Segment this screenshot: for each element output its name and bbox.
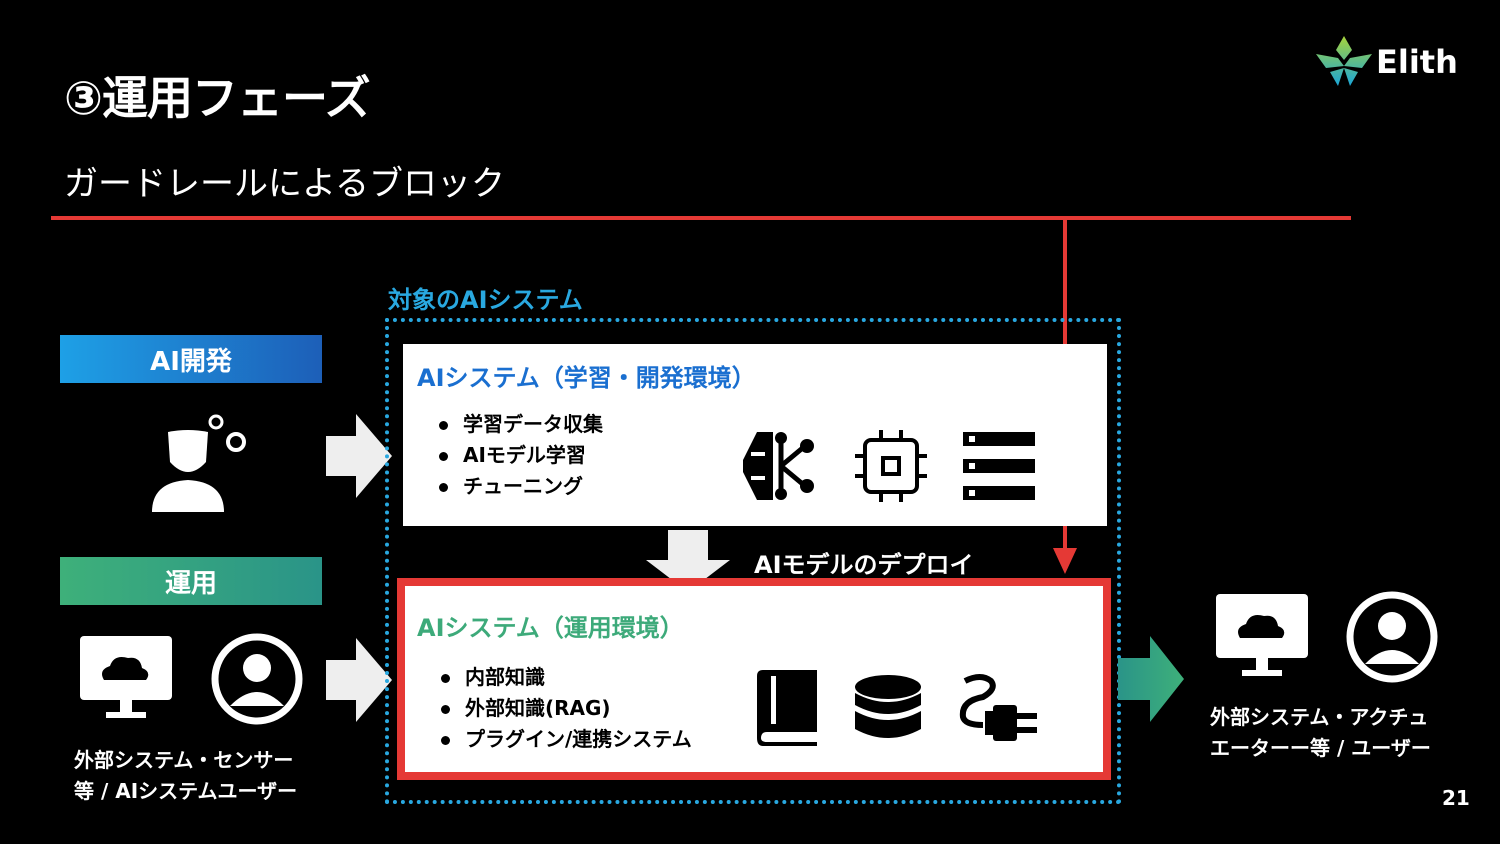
slide-subtitle: ガードレールによるブロック xyxy=(64,164,505,204)
elith-logo-icon xyxy=(1316,36,1372,86)
list-item: AIモデル学習 xyxy=(439,440,603,471)
arrow-right-icon xyxy=(326,414,392,498)
ops-badge: 運用 xyxy=(60,557,322,605)
user-icon xyxy=(211,633,303,725)
dev-box-title: AIシステム（学習・開発環境） xyxy=(417,364,756,392)
dev-environment-box: AIシステム（学習・開発環境） 学習データ収集 AIモデル学習 チューニング xyxy=(403,344,1107,526)
list-item: 学習データ収集 xyxy=(439,409,603,440)
ops-items: 内部知識 外部知識(RAG) プラグイン/連携システム xyxy=(441,662,692,755)
deploy-label: AIモデルのデプロイ xyxy=(754,551,974,579)
target-system-label: 対象のAIシステム xyxy=(388,286,583,314)
page-number: 21 xyxy=(1442,786,1470,810)
ai-brain-icon xyxy=(743,432,814,500)
ops-caption-line1: 外部システム・センサー xyxy=(74,748,294,772)
list-item: 外部知識(RAG) xyxy=(441,693,692,724)
user-icon xyxy=(1346,591,1438,683)
ops-box-title: AIシステム（運用環境） xyxy=(417,614,684,642)
dev-items: 学習データ収集 AIモデル学習 チューニング xyxy=(439,409,603,502)
slide-title: ③運用フェーズ xyxy=(64,71,371,125)
list-item: プラグイン/連携システム xyxy=(441,724,692,755)
monitor-cloud-icon xyxy=(1216,594,1308,676)
book-icon xyxy=(757,670,817,746)
arrow-down-icon xyxy=(646,530,730,592)
right-caption-line2: エーターー等 / ユーザー xyxy=(1210,736,1431,760)
guardrail-line xyxy=(51,216,1351,220)
plugin-icon xyxy=(959,674,1037,741)
output-arrow-icon xyxy=(1118,636,1184,722)
target-system-boundary xyxy=(385,318,1121,804)
logo-text: Elith xyxy=(1376,43,1458,81)
server-list-icon xyxy=(963,432,1035,500)
arrow-right-icon xyxy=(326,638,392,722)
guardrail-arrowhead xyxy=(1053,548,1077,574)
developer-icon xyxy=(152,414,246,512)
ops-caption-line2: 等 / AIシステムユーザー xyxy=(74,779,298,803)
list-item: 内部知識 xyxy=(441,662,692,693)
logo: Elith xyxy=(1316,36,1458,88)
ai-dev-badge: AI開発 xyxy=(60,335,322,383)
database-icon xyxy=(855,675,921,738)
monitor-cloud-icon xyxy=(80,636,172,718)
list-item: チューニング xyxy=(439,471,603,502)
cpu-icon xyxy=(855,430,927,502)
ops-environment-box: AIシステム（運用環境） 内部知識 外部知識(RAG) プラグイン/連携システム xyxy=(397,578,1111,780)
right-caption-line1: 外部システム・アクチュ xyxy=(1210,705,1429,729)
